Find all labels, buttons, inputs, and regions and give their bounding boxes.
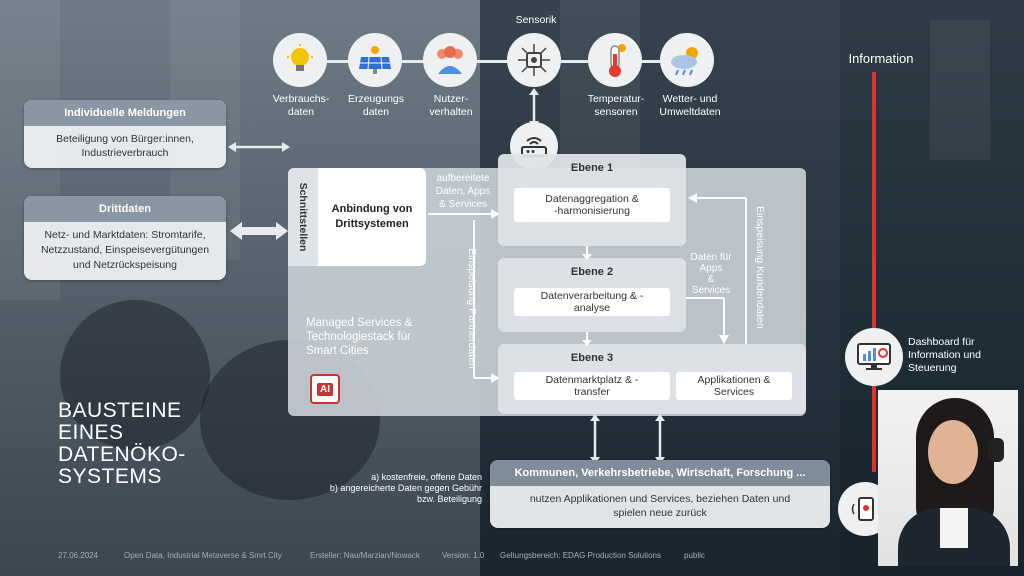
icon-circle-sensorik <box>507 33 561 87</box>
icon-label-verbrauch: Verbrauchs- daten <box>272 93 330 118</box>
solar-panel-icon <box>359 46 391 74</box>
ebene-3-box-marktplatz: Datenmarktplatz & - transfer <box>514 372 670 400</box>
sensorik-label: Sensorik <box>515 14 557 26</box>
ebene-3: Ebene 3 Datenmarktplatz & - transfer App… <box>498 344 806 414</box>
footer-topic: Open Data, Industrial Metaverse & Smrt C… <box>124 551 282 560</box>
aufbereitete-arrow <box>428 209 500 219</box>
icon-label-temperatur: Temperatur- sensoren <box>587 93 645 118</box>
building-shape <box>560 0 640 170</box>
building-shape <box>930 20 990 160</box>
ebene-2-box: Datenverarbeitung & - analyse <box>514 288 670 316</box>
icon-circle-verbrauch <box>273 33 327 87</box>
bottom-arrow-left <box>590 414 600 464</box>
chip-icon <box>518 44 550 76</box>
anbindung-drittsysteme: Anbindung von Drittsystemen <box>318 168 426 266</box>
top-connector-line <box>300 60 700 63</box>
schnittstellen-bar: Schnittstellen <box>288 168 318 266</box>
ebene-1-2-arrow <box>582 246 592 260</box>
ebene-2-3-arrow <box>582 332 592 346</box>
main-title: BAUSTEINE EINES DATENÖKO- SYSTEMS <box>58 399 186 488</box>
weather-icon <box>671 47 698 76</box>
icon-label-erzeugung: Erzeugungs daten <box>347 93 405 118</box>
managed-services-label: Managed Services & Technologiestack für … <box>306 317 413 357</box>
aufbereitete-daten-label: aufbereitete Daten, Apps & Services <box>435 173 491 210</box>
apps-services-arrow <box>686 297 729 344</box>
drittdaten-arrow <box>230 222 288 240</box>
ebene-1-title: Ebene 1 <box>570 162 614 174</box>
icon-label-wetter: Wetter- und Umweltdaten <box>659 93 721 118</box>
thermometer-icon <box>609 44 626 77</box>
card-title: Kommunen, Verkehrsbetriebe, Wirtschaft, … <box>490 460 830 486</box>
ebene-2: Ebene 2 Datenverarbeitung & - analyse <box>498 258 686 332</box>
card-individuelle-meldungen: Individuelle Meldungen Beteiligung von B… <box>24 100 226 168</box>
ebene-2-title: Ebene 2 <box>570 266 614 278</box>
footer-author: Ersteller: Nau/Marzian/Nowack <box>310 551 420 560</box>
icon-circle-dashboard <box>845 328 903 386</box>
cyclist-silhouette <box>60 300 210 450</box>
partner-flow-arrow <box>473 220 500 383</box>
icon-circle-temperatur <box>588 33 642 87</box>
ai-badge: AI <box>317 382 333 396</box>
information-label: Information <box>848 51 914 66</box>
icon-circle-erzeugung <box>348 33 402 87</box>
footer-scope: Geltungsbereich: EDAG Production Solutio… <box>500 551 661 560</box>
card-body: Beteiligung von Bürger:innen, Industriev… <box>56 133 194 159</box>
lightbulb-icon <box>287 44 313 71</box>
footer-date: 27.06.2024 <box>58 551 99 560</box>
presenter-video <box>878 390 1018 566</box>
card-title: Individuelle Meldungen <box>24 100 226 126</box>
notes-label: a) kostenfreie, offene Daten b) angereic… <box>329 472 482 504</box>
ebene-3-title: Ebene 3 <box>570 352 614 364</box>
ebene-1-box: Datenaggregation & -harmonisierung <box>514 188 670 222</box>
card-kommunen: Kommunen, Verkehrsbetriebe, Wirtschaft, … <box>490 460 830 528</box>
dashboard-icon <box>857 343 891 370</box>
headset-icon <box>988 438 1004 462</box>
information-line <box>872 72 876 472</box>
dashboard-label: Dashboard für Information und Steuerung <box>908 336 981 374</box>
card-drittdaten: Drittdaten Netz- und Marktdaten: Stromta… <box>24 196 226 280</box>
users-icon <box>437 46 463 74</box>
ai-chip-icon: AI <box>310 374 340 404</box>
icon-circle-nutzer <box>423 33 477 87</box>
kunden-flow-arrow <box>688 193 747 344</box>
daten-fuer-apps-label: Daten für Apps & Services <box>690 252 732 296</box>
einspeisung-kundendaten-label: Einspeisung Kundendaten <box>754 206 766 329</box>
icon-circle-wetter <box>660 33 714 87</box>
presenter-face <box>928 420 978 484</box>
bottom-arrow-right <box>655 414 665 464</box>
meldungen-arrow <box>228 142 290 152</box>
icon-label-nutzer: Nutzer- verhalten <box>429 93 473 118</box>
mobile-control-icon <box>851 497 874 521</box>
ebene-1: Ebene 1 Datenaggregation & -harmonisieru… <box>498 154 686 246</box>
card-body: nutzen Applikationen und Services, bezie… <box>529 493 791 519</box>
einspeisung-partnerdaten-label: Einspeisung Partnerdaten <box>466 248 478 369</box>
schnittstellen-label: Schnittstellen <box>297 182 309 252</box>
card-body: Netz- und Marktdaten: Stromtarife, Netzz… <box>40 229 210 271</box>
presenter-collar <box>940 508 968 548</box>
footer-version: Version: 1.0 <box>442 551 485 560</box>
ebene-3-box-applikationen: Applikationen & Services <box>676 372 792 400</box>
footer-classification: public <box>684 551 705 560</box>
card-title: Drittdaten <box>24 196 226 222</box>
